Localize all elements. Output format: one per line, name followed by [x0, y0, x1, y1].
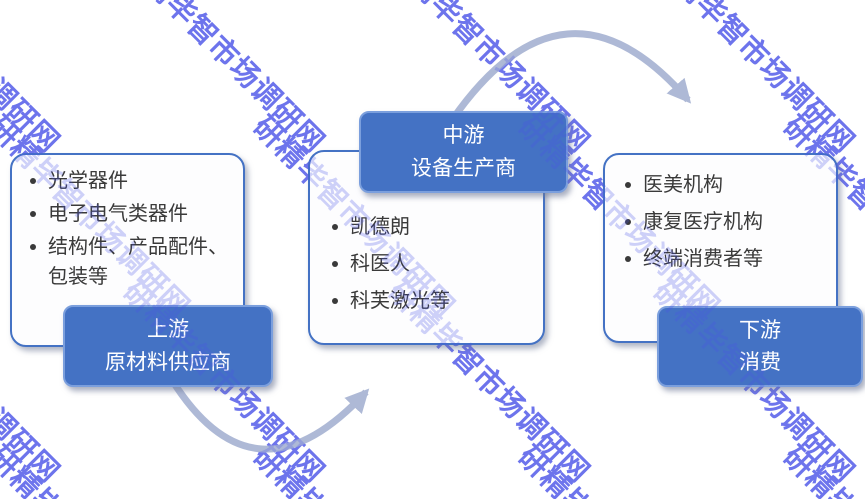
midstream-item: 凯德朗: [350, 216, 410, 238]
arrow-midstream-to-downstream-icon: [449, 30, 692, 123]
upstream-label-title: 上游: [147, 318, 189, 341]
downstream-item: 终端消费者等: [643, 248, 763, 270]
list-item: 医美机构: [625, 168, 830, 202]
list-item: 终端消费者等: [625, 242, 830, 276]
bullet-dot-icon: [30, 244, 36, 250]
list-item: 康复医疗机构: [625, 205, 830, 239]
midstream-item: 科医人: [350, 253, 410, 275]
downstream-item-list: 医美机构 康复医疗机构 终端消费者等: [605, 155, 836, 276]
midstream-label-subtitle: 设备生产商: [411, 157, 516, 180]
list-item: 光学器件: [30, 166, 237, 196]
upstream-item-list: 光学器件 电子电气类器件 结构件、产品配件、包装等: [12, 155, 243, 292]
upstream-label-box: 上游 原材料供应商: [63, 305, 273, 387]
downstream-label-box: 下游 消费: [657, 306, 863, 387]
bullet-dot-icon: [30, 211, 36, 217]
midstream-label-box: 中游 设备生产商: [359, 111, 568, 193]
upstream-item: 结构件、产品配件、包装等: [48, 236, 228, 288]
downstream-item: 康复医疗机构: [643, 211, 763, 233]
midstream-label-title: 中游: [442, 124, 485, 147]
bullet-dot-icon: [332, 298, 338, 304]
downstream-item: 医美机构: [643, 174, 723, 196]
downstream-label-subtitle: 消费: [739, 351, 781, 375]
bullet-dot-icon: [625, 256, 631, 262]
bullet-dot-icon: [625, 219, 631, 225]
bullet-dot-icon: [332, 261, 338, 267]
bullet-dot-icon: [625, 182, 631, 188]
bullet-dot-icon: [30, 178, 36, 184]
list-item: 科芙激光等: [332, 284, 537, 318]
upstream-label-subtitle: 原材料供应商: [105, 351, 231, 374]
downstream-label-title: 下游: [739, 318, 781, 342]
upstream-item: 光学器件: [48, 170, 128, 192]
list-item: 电子电气类器件: [30, 199, 237, 229]
list-item: 凯德朗: [332, 210, 537, 244]
bullet-dot-icon: [332, 224, 338, 230]
midstream-item: 科芙激光等: [350, 290, 450, 312]
arrow-upstream-to-midstream-icon: [169, 378, 370, 453]
midstream-item-list: 凯德朗 科医人 科芙激光等: [310, 152, 543, 318]
upstream-item: 电子电气类器件: [48, 203, 188, 225]
list-item: 科医人: [332, 247, 537, 281]
upstream-items-box: 光学器件 电子电气类器件 结构件、产品配件、包装等: [10, 153, 245, 347]
list-item: 结构件、产品配件、包装等: [30, 232, 237, 292]
